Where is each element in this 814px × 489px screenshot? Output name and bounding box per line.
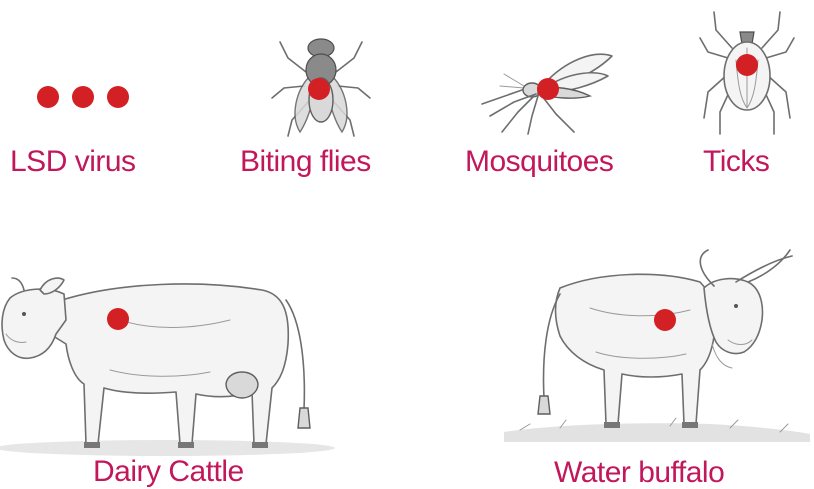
vector-label-mosquitoes: Mosquitoes	[465, 147, 613, 177]
mosquito-marker	[537, 78, 559, 100]
virus-particle-1	[37, 86, 59, 108]
cow-marker	[107, 308, 129, 330]
host-label-dairy-cattle: Dairy Cattle	[93, 457, 244, 487]
water-buffalo-icon	[500, 248, 814, 444]
fly-marker	[308, 78, 330, 100]
vector-label-lsd-virus: LSD virus	[10, 147, 136, 177]
dairy-cow-icon	[0, 260, 345, 460]
tick-marker	[736, 54, 758, 76]
vector-label-ticks: Ticks	[703, 147, 769, 177]
vector-label-biting-flies: Biting flies	[240, 147, 371, 177]
host-label-water-buffalo: Water buffalo	[554, 458, 724, 488]
virus-particle-2	[72, 86, 94, 108]
buffalo-marker	[654, 309, 676, 331]
virus-particle-3	[107, 86, 129, 108]
